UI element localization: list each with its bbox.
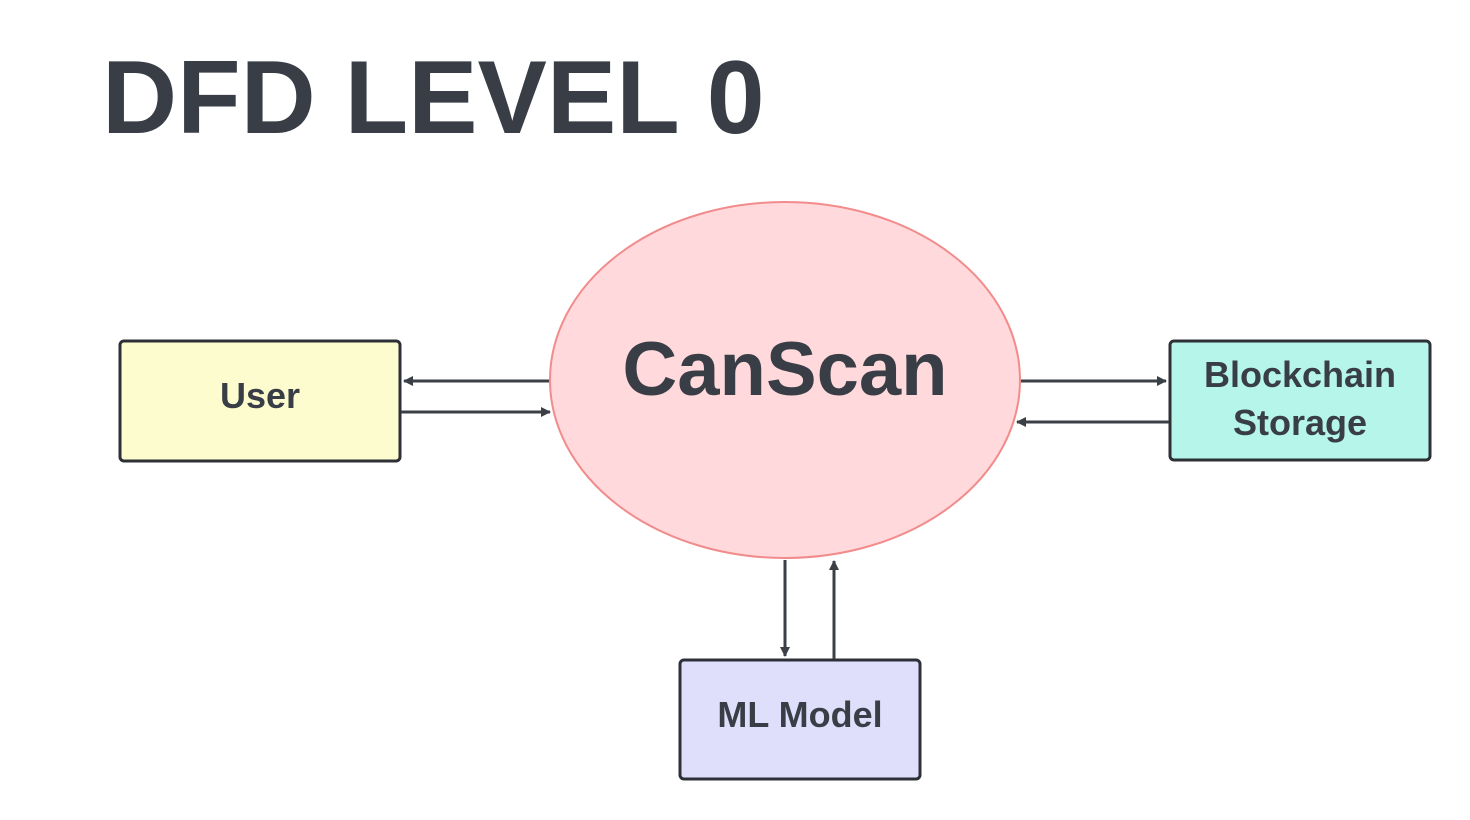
- process-ellipse: [549, 201, 1021, 559]
- entity-ml-model[interactable]: ML Model: [678, 658, 922, 781]
- ml-model-box: [678, 658, 922, 781]
- entity-blockchain-storage[interactable]: Blockchain Storage: [1168, 339, 1432, 462]
- process-label: CanScan: [622, 327, 947, 412]
- entity-user[interactable]: User: [118, 339, 402, 463]
- process-canscan[interactable]: CanScan: [549, 201, 1021, 559]
- user-box: [118, 339, 402, 463]
- blockchain-label-line1: Blockchain: [1204, 354, 1396, 395]
- page-title: DFD LEVEL 0: [102, 40, 765, 156]
- user-label: User: [220, 375, 300, 416]
- ml-model-label: ML Model: [717, 694, 882, 735]
- blockchain-box: [1168, 339, 1432, 462]
- blockchain-label-line2: Storage: [1233, 402, 1367, 443]
